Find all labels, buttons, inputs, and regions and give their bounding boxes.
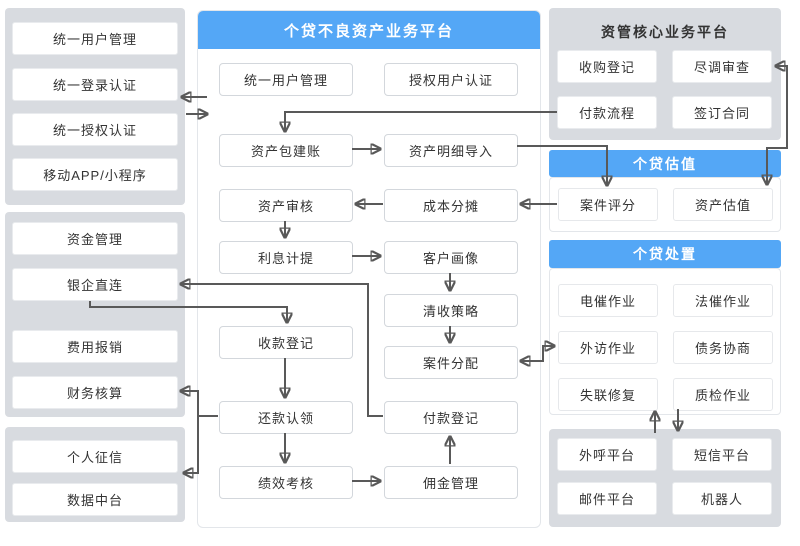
panel-sso-platform: 统一用户管理 统一登录认证 统一授权认证 移动APP/小程序: [5, 8, 185, 205]
node-personal-credit: 个人征信: [12, 440, 178, 473]
node-payment-process: 付款流程: [557, 96, 657, 129]
node-cost-allocation: 成本分摊: [384, 189, 518, 222]
node-phone-collection: 电催作业: [558, 284, 658, 317]
node-email-platform: 邮件平台: [557, 482, 657, 515]
node-legal-collection: 法催作业: [673, 284, 773, 317]
node-quality-inspection: 质检作业: [673, 378, 773, 411]
node-case-assignment: 案件分配: [384, 346, 518, 379]
disposal-section-header: 个贷处置: [549, 240, 781, 268]
node-expense-reimbursement: 费用报销: [12, 330, 178, 363]
panel-channel-platforms: 外呼平台 短信平台 邮件平台 机器人: [549, 429, 781, 527]
node-acquisition-registration: 收购登记: [557, 50, 657, 83]
node-financial-accounting: 财务核算: [12, 376, 178, 409]
arrow-repayment-claim-to-data-panel: [184, 416, 199, 473]
node-mobile-app-miniprogram: 移动APP/小程序: [12, 158, 178, 191]
node-robot: 机器人: [672, 482, 772, 515]
node-debt-negotiation: 债务协商: [673, 331, 773, 364]
node-due-diligence-review: 尽调审查: [672, 50, 772, 83]
node-unified-login-auth: 统一登录认证: [12, 68, 178, 101]
node-payment-registration: 付款登记: [384, 401, 518, 434]
node-skip-tracing: 失联修复: [558, 378, 658, 411]
node-customer-profile: 客户画像: [384, 241, 518, 274]
panel-finance-systems: 资金管理 银企直连 费用报销 财务核算: [5, 212, 185, 417]
node-asset-review: 资产审核: [219, 189, 353, 222]
panel-data-systems: 个人征信 数据中台: [5, 427, 185, 522]
node-interest-accrual: 利息计提: [219, 241, 353, 274]
panel-npl-business-platform: 个贷不良资产业务平台 统一用户管理 授权用户认证 资产包建账 资产明细导入 资产…: [197, 10, 541, 528]
panel-valuation: 案件评分 资产估值: [549, 177, 781, 232]
node-contract-signing: 签订合同: [672, 96, 772, 129]
node-repayment-claim: 还款认领: [219, 401, 353, 434]
node-unified-authz-auth: 统一授权认证: [12, 113, 178, 146]
core-platform-title: 资管核心业务平台: [601, 24, 729, 40]
node-unified-user-management: 统一用户管理: [219, 63, 353, 96]
panel-disposal: 电催作业 法催作业 外访作业 债务协商 失联修复 质检作业: [549, 268, 781, 415]
panel-core-business-platform: 资管核心业务平台 收购登记 尽调审查 付款流程 签订合同: [549, 8, 781, 140]
node-asset-valuation: 资产估值: [673, 188, 773, 221]
valuation-section-header: 个贷估值: [549, 150, 781, 177]
node-sms-platform: 短信平台: [672, 438, 772, 471]
node-collection-strategy: 清收策略: [384, 294, 518, 327]
node-outbound-call-platform: 外呼平台: [557, 438, 657, 471]
node-commission-management: 佣金管理: [384, 466, 518, 499]
node-data-middle-platform: 数据中台: [12, 483, 178, 516]
node-asset-detail-import: 资产明细导入: [384, 134, 518, 167]
node-performance-review: 绩效考核: [219, 466, 353, 499]
node-authorized-user-auth: 授权用户认证: [384, 63, 518, 96]
node-asset-package-setup: 资产包建账: [219, 134, 353, 167]
node-funds-management: 资金管理: [12, 222, 178, 255]
node-bank-direct-connect: 银企直连: [12, 268, 178, 301]
node-field-visit: 外访作业: [558, 331, 658, 364]
node-receipt-registration: 收款登记: [219, 326, 353, 359]
node-case-scoring: 案件评分: [558, 188, 658, 221]
node-unified-user-mgmt-ext: 统一用户管理: [12, 22, 178, 55]
npl-platform-header: 个贷不良资产业务平台: [198, 11, 540, 49]
